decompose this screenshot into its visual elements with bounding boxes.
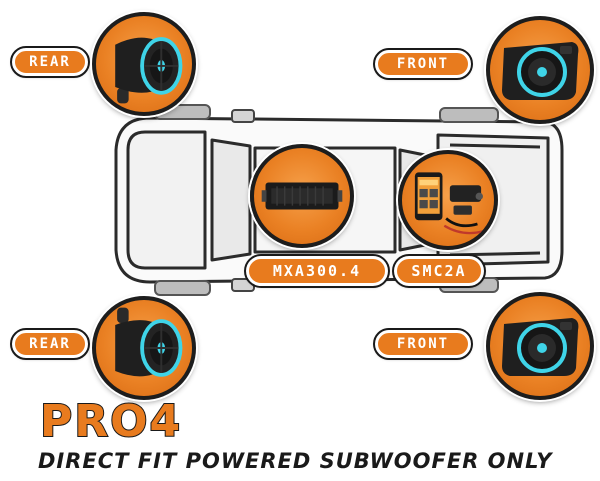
rear-location-label-top: REAR — [10, 46, 90, 78]
front-location-label-top: FRONT — [373, 48, 473, 80]
amplifier-icon — [261, 182, 343, 210]
pod-speaker-icon — [502, 42, 579, 100]
controller-label: SMC2A — [392, 254, 486, 288]
product-title: PRO4 — [39, 396, 183, 447]
rear-speaker-bottom-image — [92, 296, 196, 400]
controller-kit-image — [398, 150, 498, 250]
product-subtitle: DIRECT FIT POWERED SUBWOOFER ONLY — [38, 449, 553, 473]
rear-location-label-bottom: REAR — [10, 328, 90, 360]
amplifier-image — [250, 144, 354, 248]
controller-kit-icon — [414, 172, 484, 235]
tower-speaker-icon — [115, 37, 183, 104]
tower-speaker-icon — [115, 307, 183, 377]
rear-speaker-top-image — [92, 12, 196, 116]
front-speaker-bottom-image — [486, 292, 594, 400]
pod-speaker-icon — [502, 318, 579, 376]
front-speaker-top-image — [486, 16, 594, 124]
front-location-label-bottom: FRONT — [373, 328, 473, 360]
amplifier-label: MXA300.4 — [244, 254, 390, 288]
